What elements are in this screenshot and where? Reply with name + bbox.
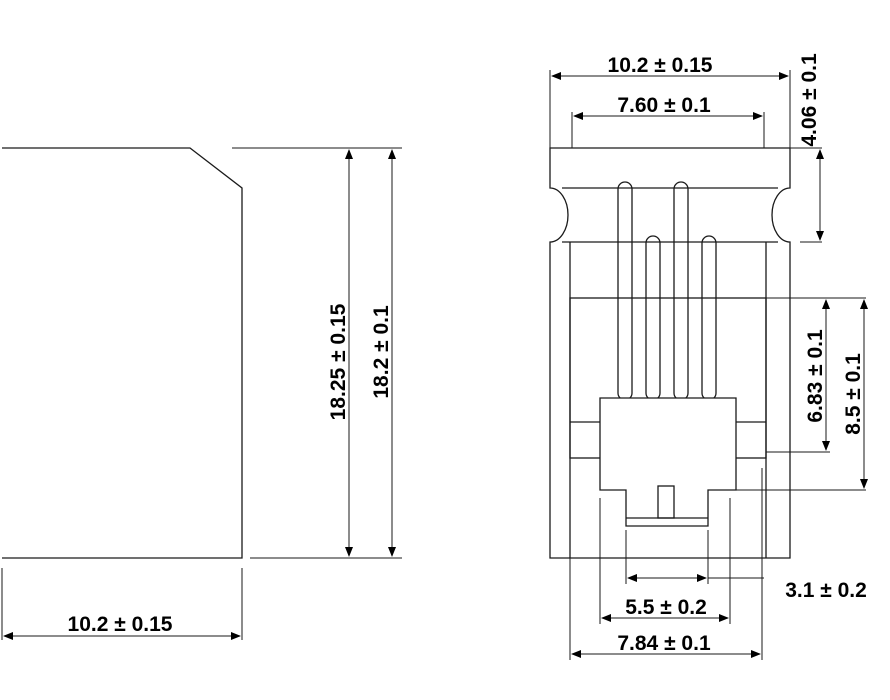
left-view: 18.25 ± 0.15 18.2 ± 0.1 10.2 ± 0.15 xyxy=(1,147,402,640)
right-view: 10.2 ± 0.15 7.60 ± 0.1 4.06 ± 0.1 6.83 ±… xyxy=(549,53,868,660)
dim-left-height-outer: 18.25 ± 0.15 xyxy=(327,303,350,420)
dim-right-top-band: 4.06 ± 0.1 xyxy=(798,53,821,147)
dim-right-slot-width: 3.1 ± 0.2 xyxy=(785,579,867,602)
plug-housing xyxy=(599,397,737,527)
left-view-outline xyxy=(2,147,243,559)
pin-2 xyxy=(645,235,661,401)
pin-1 xyxy=(617,181,633,401)
pin-4 xyxy=(701,235,717,401)
right-view-outline xyxy=(549,147,791,559)
dim-right-top-width: 10.2 ± 0.15 xyxy=(608,54,713,77)
dim-right-window-height: 8.5 ± 0.1 xyxy=(842,353,865,435)
pin-3 xyxy=(673,181,689,401)
dim-left-width: 10.2 ± 0.15 xyxy=(68,613,173,636)
dim-right-plug-width: 5.5 ± 0.2 xyxy=(625,596,707,619)
dim-right-inner-width: 7.60 ± 0.1 xyxy=(617,94,711,117)
dim-right-body-width: 7.84 ± 0.1 xyxy=(617,632,711,655)
dim-left-height-inner: 18.2 ± 0.1 xyxy=(370,305,393,399)
dim-right-pin-rise: 6.83 ± 0.1 xyxy=(804,329,827,423)
